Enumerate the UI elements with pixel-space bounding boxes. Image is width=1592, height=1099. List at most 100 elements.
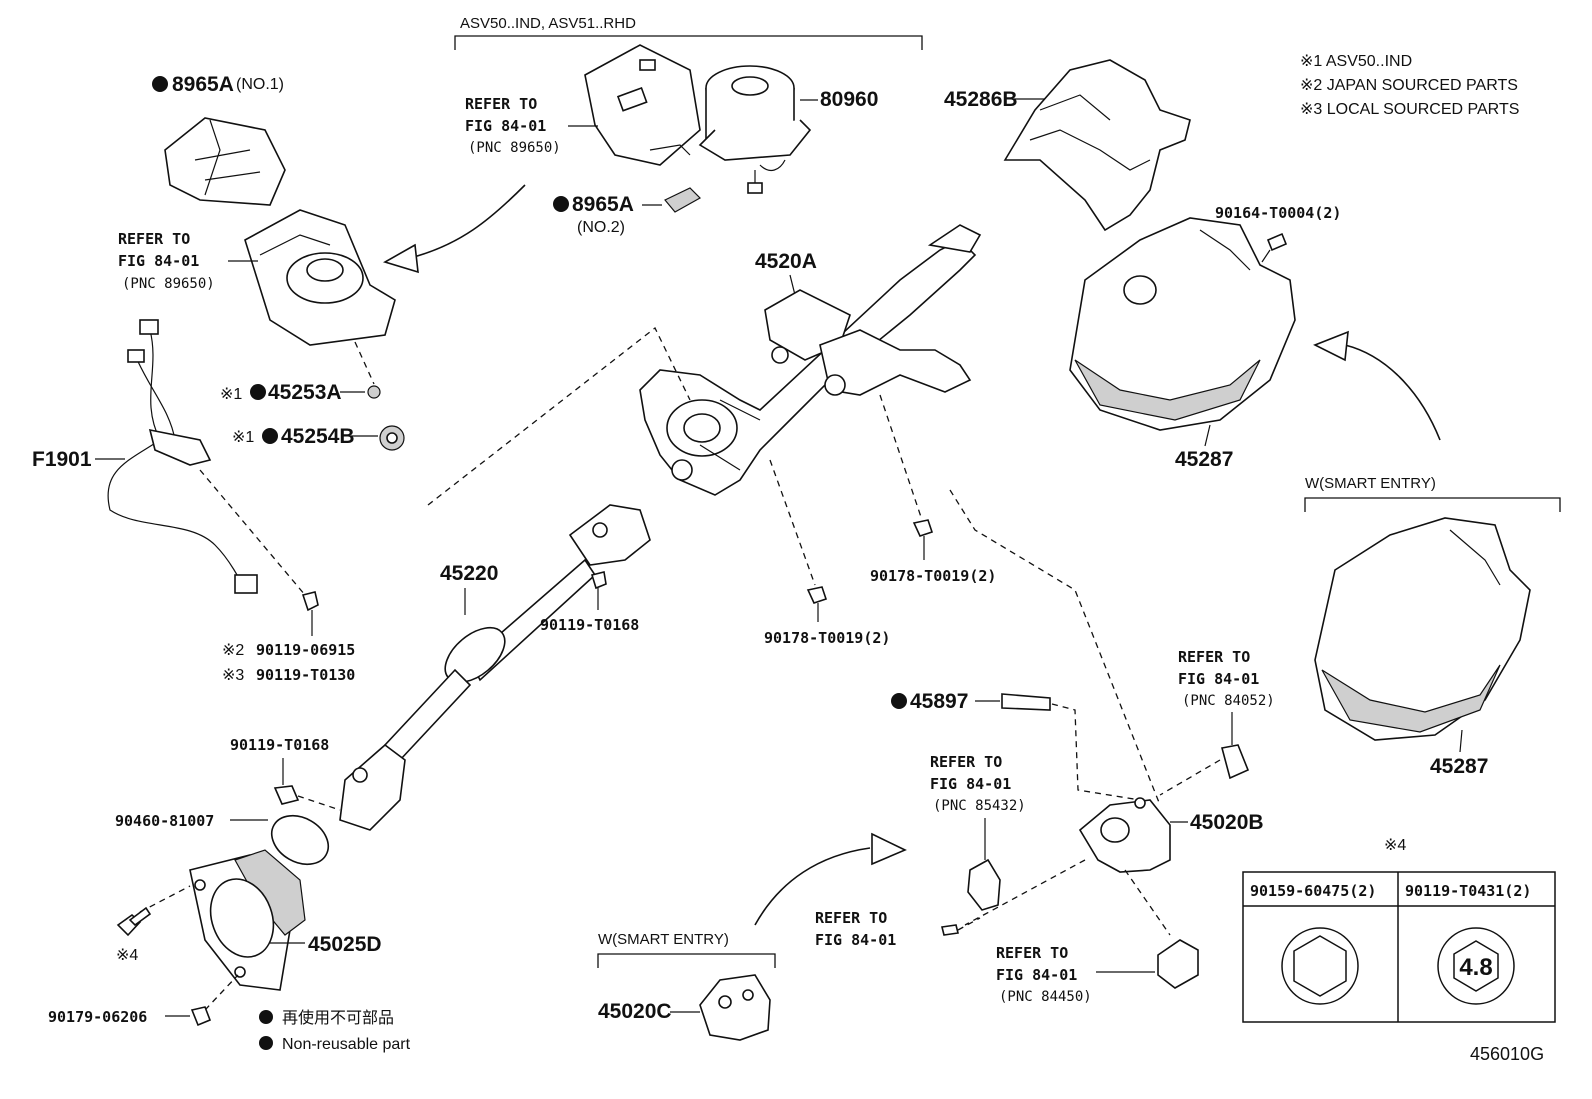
ref-block-3: REFER TO FIG 84-01 (PNC 84052) — [1159, 648, 1275, 796]
asv-group-label: ASV50..IND, ASV51..RHD — [460, 15, 636, 32]
part-4520a: 4520A — [639, 224, 982, 496]
legend: 再使用不可部品 Non-reusable part — [259, 1009, 411, 1053]
part-suffix-no2: (NO.2) — [577, 219, 625, 236]
table-col1: 90159-60475(2) — [1250, 882, 1376, 900]
part-8965a-no2: 8965A (NO.2) — [553, 187, 701, 236]
bolt-grade: 4.8 — [1459, 954, 1492, 981]
mark-4a: ※4 — [116, 947, 138, 964]
part-90119-06915: ※2 90119-06915 ※3 90119-T0130 — [222, 591, 355, 684]
part-label-8965a-no1: 8965A — [172, 73, 234, 96]
ref-block-5: REFER TO FIG 84-01 — [815, 909, 981, 949]
part-label-90460: 90460-81007 — [115, 812, 214, 830]
note-2: ※2 JAPAN SOURCED PARTS — [1300, 77, 1518, 94]
part-label-45287-b: 45287 — [1430, 755, 1488, 778]
part-label-45253a: 45253A — [268, 381, 342, 404]
arrow-icon — [754, 832, 907, 926]
part-45220: 45220 — [339, 504, 651, 831]
mark-1a: ※1 — [220, 386, 242, 403]
part-45287-a: 45287 — [1069, 217, 1296, 471]
arrow-icon — [382, 184, 526, 274]
smart-entry-bottom-group: W(SMART ENTRY) 45020C — [597, 931, 776, 1041]
fastener-table: ※4 90159-60475(2) 90119-T0431(2) 4.8 — [1242, 837, 1556, 1023]
part-label-90179: 90179-06206 — [48, 1008, 147, 1026]
part-80960: 80960 — [698, 65, 878, 194]
part-label-45897: 45897 — [910, 690, 968, 713]
part-45020b: 45020B — [964, 797, 1264, 936]
mark-1b: ※1 — [232, 429, 254, 446]
part-90460: 90460-81007 — [115, 812, 330, 866]
note-3: ※3 LOCAL SOURCED PARTS — [1300, 101, 1519, 118]
ref-text-line: (PNC 85432) — [933, 798, 1026, 814]
part-label-90178-a: 90178-T0019(2) — [870, 567, 996, 585]
part-f1901: F1901 — [32, 319, 258, 594]
ref-text-line: REFER TO — [465, 95, 537, 113]
non-reusable-dot-icon — [250, 384, 266, 400]
bolt-head-icon — [1437, 927, 1515, 1005]
non-reusable-dot-icon — [891, 693, 907, 709]
part-45897: 45897 — [891, 690, 1141, 801]
part-label-80960: 80960 — [820, 88, 878, 111]
ref-text-line: REFER TO — [118, 230, 190, 248]
ref-text-line: REFER TO — [930, 753, 1002, 771]
ref-text-line: REFER TO — [815, 909, 887, 927]
part-label-f1901: F1901 — [32, 448, 92, 471]
ref-text-line: FIG 84-01 — [996, 966, 1077, 984]
ref-text-line: REFER TO — [1178, 648, 1250, 666]
ref-text-line: (PNC 89650) — [468, 140, 561, 156]
part-label-45025d: 45025D — [308, 933, 382, 956]
part-90178-a-nut: 90178-T0019(2) — [870, 519, 996, 585]
figure-id: 456010G — [1470, 1044, 1544, 1064]
mark-3: ※3 — [222, 667, 244, 684]
part-label-90119-t0168-b: 90119-T0168 — [230, 736, 329, 754]
part-45025d: 45025D — [139, 849, 382, 1011]
part-label-8965a-no2: 8965A — [572, 193, 634, 216]
part-label-90119-t0168-a: 90119-T0168 — [540, 616, 639, 634]
part-45254b: ※1 45254B — [232, 425, 405, 451]
part-label-45286b: 45286B — [944, 88, 1018, 111]
part-label-4520a: 4520A — [755, 250, 817, 273]
part-ignition-switch-left — [244, 209, 396, 346]
table-col2: 90119-T0431(2) — [1405, 882, 1531, 900]
part-90119-t0168-a: 90119-T0168 — [540, 571, 639, 634]
ref-block-4: REFER TO FIG 84-01 (PNC 85432) — [930, 753, 1026, 911]
non-reusable-dot-icon — [553, 196, 569, 212]
part-90119-t0168-b: 90119-T0168 — [230, 736, 341, 811]
ref-block-6: REFER TO FIG 84-01 (PNC 84450) — [996, 939, 1199, 1005]
ref-text-line: REFER TO — [996, 944, 1068, 962]
part-label-45020b: 45020B — [1190, 811, 1264, 834]
ref-text-line: FIG 84-01 — [465, 117, 546, 135]
mark-4b: ※4 — [1384, 837, 1406, 854]
non-reusable-dot-icon — [259, 1010, 273, 1024]
part-45253a: ※1 45253A — [220, 341, 381, 404]
part-8965a-no1: 8965A (NO.1) — [152, 73, 286, 206]
non-reusable-dot-icon — [152, 76, 168, 92]
non-reusable-dot-icon — [259, 1036, 273, 1050]
ref-text-line: FIG 84-01 — [815, 931, 896, 949]
part-label-45220: 45220 — [440, 562, 498, 585]
ref-text-line: (PNC 84052) — [1182, 693, 1275, 709]
ref-block-1: REFER TO FIG 84-01 (PNC 89650) — [118, 230, 258, 292]
part-label-45020c: 45020C — [598, 1000, 672, 1023]
arrow-icon — [1313, 330, 1441, 441]
part-suffix-no1: (NO.1) — [236, 76, 284, 93]
ref-text-line: (PNC 89650) — [122, 276, 215, 292]
notes-block: ※1 ASV50..IND ※2 JAPAN SOURCED PARTS ※3 … — [1300, 53, 1519, 118]
part-45286b: 45286B — [944, 59, 1191, 232]
part-90179: 90179-06206 — [48, 1006, 212, 1027]
legend-jp: 再使用不可部品 — [282, 1009, 394, 1027]
part-label-90178-b: 90178-T0019(2) — [764, 629, 890, 647]
ref-block-2: REFER TO FIG 84-01 (PNC 89650) — [465, 95, 598, 156]
note-1: ※1 ASV50..IND — [1300, 53, 1412, 70]
ref-text-line: FIG 84-01 — [1178, 670, 1259, 688]
ref-text-line: FIG 84-01 — [118, 252, 199, 270]
ref-text-line: FIG 84-01 — [930, 775, 1011, 793]
nut-icon — [1281, 927, 1359, 1005]
part-label-45254b: 45254B — [281, 425, 355, 448]
non-reusable-dot-icon — [262, 428, 278, 444]
smart-entry-right-group: W(SMART ENTRY) 45287 — [1304, 475, 1561, 778]
mark-2: ※2 — [222, 642, 244, 659]
part-90164: 90164-T0004(2) — [1215, 204, 1341, 263]
legend-en: Non-reusable part — [282, 1036, 411, 1053]
hex-nut-icon — [1293, 935, 1347, 997]
